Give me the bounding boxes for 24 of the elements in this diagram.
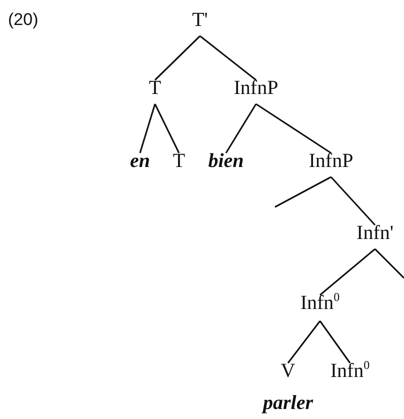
tree-branch <box>330 176 376 226</box>
category-label: T' <box>192 9 208 31</box>
tree-branch <box>287 320 321 364</box>
category-label: Infn$^{0}$ <box>300 292 340 316</box>
tree-branch <box>154 104 180 154</box>
tree-branch <box>200 35 256 81</box>
tree-branch <box>154 35 201 81</box>
category-label: Infn' <box>356 222 394 244</box>
word-label: parler <box>263 392 313 414</box>
tree-branch <box>274 176 332 208</box>
category-label: T <box>148 77 162 99</box>
category-label: InfnP <box>308 150 354 172</box>
category-label: T <box>172 150 186 172</box>
word-label: en <box>130 150 150 172</box>
tree-branch <box>319 320 351 364</box>
tree-branch <box>374 248 404 279</box>
tree-branch <box>225 104 257 154</box>
category-label: InfnP <box>234 77 278 99</box>
word-label: bien <box>208 150 244 172</box>
category-label: Infn$^{0}$ <box>330 360 370 384</box>
tree-branch <box>139 104 156 154</box>
example-number: (20) <box>8 10 38 30</box>
tree-branch <box>319 248 376 296</box>
tree-branch <box>256 103 332 154</box>
